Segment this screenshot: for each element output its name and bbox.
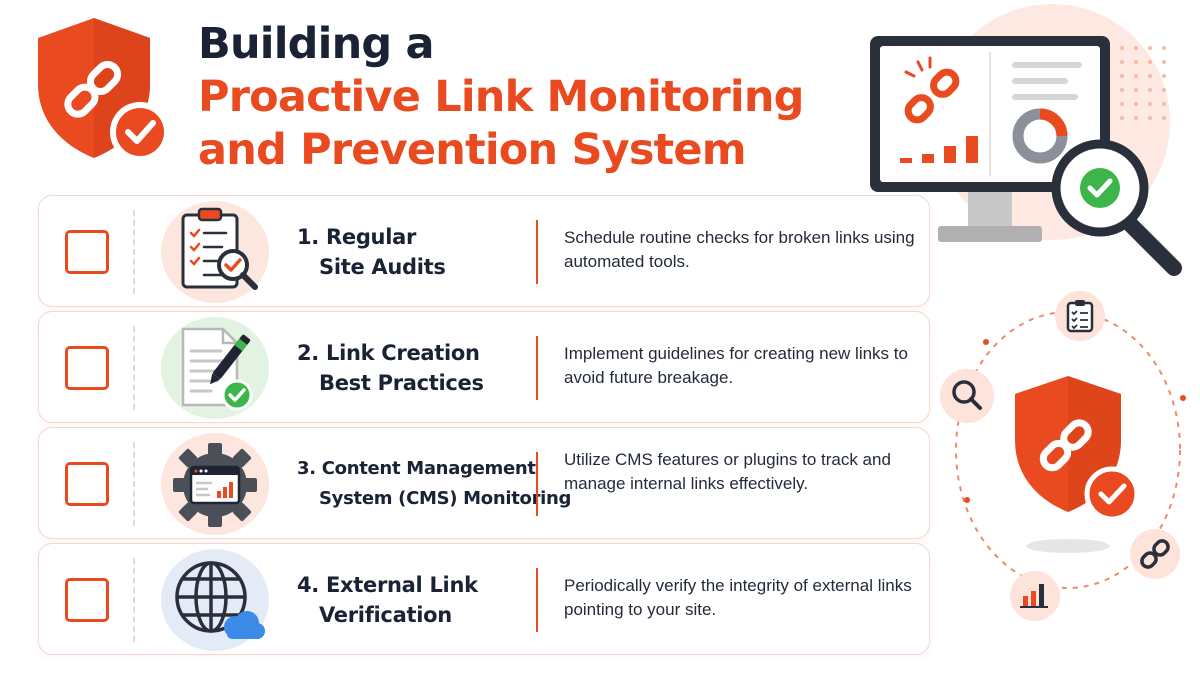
gear-browser-icon	[161, 433, 269, 535]
monitor-dashboard-illustration	[870, 4, 1182, 276]
step-title-line-2: Best Practices	[319, 371, 484, 395]
step-title: 4. External Link Verification	[297, 570, 542, 630]
step-card-1: 1. Regular Site Audits Schedule routine …	[38, 195, 930, 307]
step-2-checkbox[interactable]	[65, 346, 109, 390]
accent-divider	[536, 452, 538, 516]
divider	[133, 326, 135, 410]
protection-cycle-illustration	[940, 291, 1186, 621]
title-line-1: Building a	[198, 19, 435, 69]
step-title: 3. Content Management System (CMS) Monit…	[297, 454, 572, 514]
step-title: 2. Link Creation Best Practices	[297, 338, 542, 398]
step-title-line-2: Verification	[319, 603, 452, 627]
step-card-4: 4. External Link Verification Periodical…	[38, 543, 930, 655]
divider	[133, 210, 135, 294]
accent-divider	[536, 336, 538, 400]
divider	[133, 442, 135, 526]
title-line-2: Proactive Link Monitoring	[198, 72, 804, 122]
clipboard-magnifier-icon	[161, 201, 269, 303]
step-title-line-1: 4. External Link	[297, 573, 478, 597]
step-title-line-1: 2. Link Creation	[297, 341, 480, 365]
accent-divider	[536, 220, 538, 284]
step-card-2: 2. Link Creation Best Practices Implemen…	[38, 311, 930, 423]
step-description: Utilize CMS features or plugins to track…	[564, 450, 891, 493]
title-line-3: and Prevention System	[198, 125, 747, 175]
step-title-line-2: Site Audits	[319, 255, 446, 279]
page-title: Building a Proactive Link Monitoring and…	[198, 18, 878, 177]
step-title-line-1: 3. Content Management	[297, 458, 536, 479]
dot-grid-decoration	[1120, 46, 1166, 120]
document-pen-check-icon	[161, 317, 269, 419]
step-title-line-1: 1. Regular	[297, 225, 417, 249]
step-3-checkbox[interactable]	[65, 462, 109, 506]
globe-cloud-icon	[161, 549, 269, 651]
divider	[133, 558, 135, 642]
step-1-checkbox[interactable]	[65, 230, 109, 274]
step-description: Periodically verify the integrity of ext…	[564, 576, 912, 619]
step-description: Schedule routine checks for broken links…	[564, 228, 915, 271]
accent-divider	[536, 568, 538, 632]
step-4-checkbox[interactable]	[65, 578, 109, 622]
step-description: Implement guidelines for creating new li…	[564, 344, 908, 387]
step-title-line-2: System (CMS) Monitoring	[319, 488, 572, 509]
step-card-3: 3. Content Management System (CMS) Monit…	[38, 427, 930, 539]
step-title: 1. Regular Site Audits	[297, 222, 542, 282]
shield-link-check-icon	[38, 18, 170, 162]
